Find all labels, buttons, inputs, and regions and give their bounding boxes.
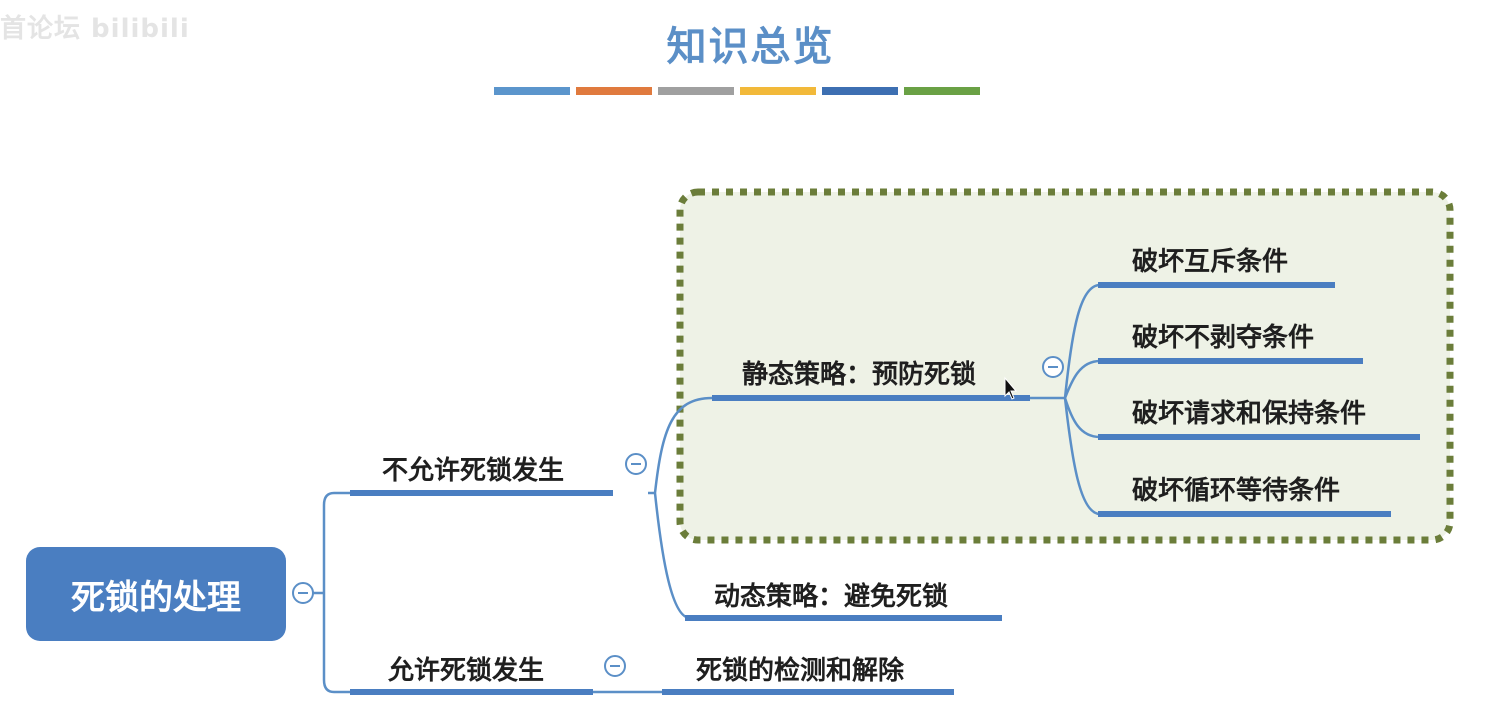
color-bar-3	[658, 87, 734, 95]
node-break-circular-wait[interactable]: 破坏循环等待条件	[1132, 476, 1341, 506]
color-bar-5	[822, 87, 898, 95]
node-dynamic-strategy[interactable]: 动态策略：避免死锁	[714, 582, 949, 612]
node-no-deadlock[interactable]: 不允许死锁发生	[382, 456, 565, 486]
cursor-icon	[1004, 376, 1018, 400]
root-collapse-toggle[interactable]	[292, 582, 314, 604]
node-static-strategy[interactable]: 静态策略：预防死锁	[742, 360, 977, 390]
node-break-no-preemption[interactable]: 破坏不剥夺条件	[1132, 323, 1315, 353]
title-color-bars	[494, 87, 980, 95]
node-break-mutual-exclusion[interactable]: 破坏互斥条件	[1132, 247, 1289, 277]
color-bar-4	[740, 87, 816, 95]
node-detect-recover[interactable]: 死锁的检测和解除	[696, 656, 905, 686]
highlight-box	[676, 188, 1454, 544]
no-deadlock-collapse-toggle[interactable]	[625, 453, 647, 475]
no-deadlock-connector	[648, 396, 713, 620]
static-collapse-toggle[interactable]	[1042, 356, 1064, 378]
color-bar-6	[904, 87, 980, 95]
root-node[interactable]: 死锁的处理	[26, 547, 286, 641]
root-connector	[310, 491, 350, 694]
allow-deadlock-collapse-toggle[interactable]	[604, 655, 626, 677]
static-connector	[1030, 283, 1101, 516]
color-bar-2	[576, 87, 652, 95]
page-title: 知识总览	[666, 24, 835, 70]
node-allow-deadlock[interactable]: 允许死锁发生	[388, 656, 545, 686]
node-break-hold-and-wait[interactable]: 破坏请求和保持条件	[1132, 399, 1367, 429]
color-bar-1	[494, 87, 570, 95]
watermark: 首论坛 bilibili	[0, 14, 190, 44]
